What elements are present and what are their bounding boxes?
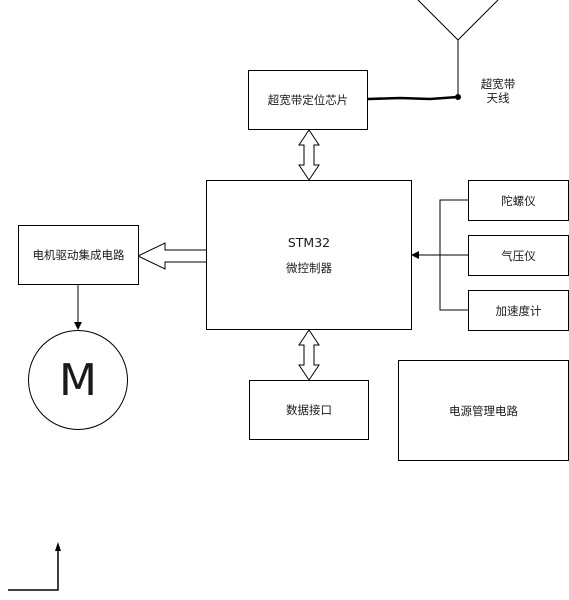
motor-symbol: M [28,330,128,430]
corner-arrow-line [8,550,59,591]
accelerometer-label: 加速度计 [495,303,542,318]
mcu-to-driver-arrow [136,242,209,270]
driver-to-motor-arrowhead [74,322,82,330]
gyroscope-block: 陀螺仪 [468,180,569,221]
sensor-bus-line [418,199,468,311]
antenna-label: 超宽带 天线 [472,77,524,105]
barometer-block: 气压仪 [468,235,569,276]
data-interface-label: 数据接口 [286,403,332,417]
uwb-chip-label: 超宽带定位芯片 [267,93,349,107]
motor-driver-label: 电机驱动集成电路 [32,248,125,262]
mcu-data-double-arrow [298,329,320,381]
motor-driver-block: 电机驱动集成电路 [18,225,139,285]
mcu-block: STM32 微控制器 [206,180,412,330]
antenna-label-line-2: 天线 [486,91,510,105]
motor-label: M [59,354,97,406]
mcu-title: STM32 [287,234,331,250]
gyroscope-label: 陀螺仪 [501,193,536,208]
power-management-block: 电源管理电路 [398,360,569,461]
accelerometer-block: 加速度计 [468,290,569,331]
antenna-junction-dot [455,94,461,100]
uwb-mcu-double-arrow [298,129,320,181]
antenna-feed-line [367,95,459,101]
mcu-subtitle: 微控制器 [286,260,332,275]
sensor-bus-arrowhead [411,251,419,259]
power-management-label: 电源管理电路 [449,403,518,418]
uwb-chip-block: 超宽带定位芯片 [248,70,368,130]
barometer-label: 气压仪 [501,248,536,263]
data-interface-block: 数据接口 [249,380,369,440]
antenna-icon [417,0,499,97]
antenna-label-line-1: 超宽带 [480,77,516,91]
corner-arrowhead [55,542,61,551]
